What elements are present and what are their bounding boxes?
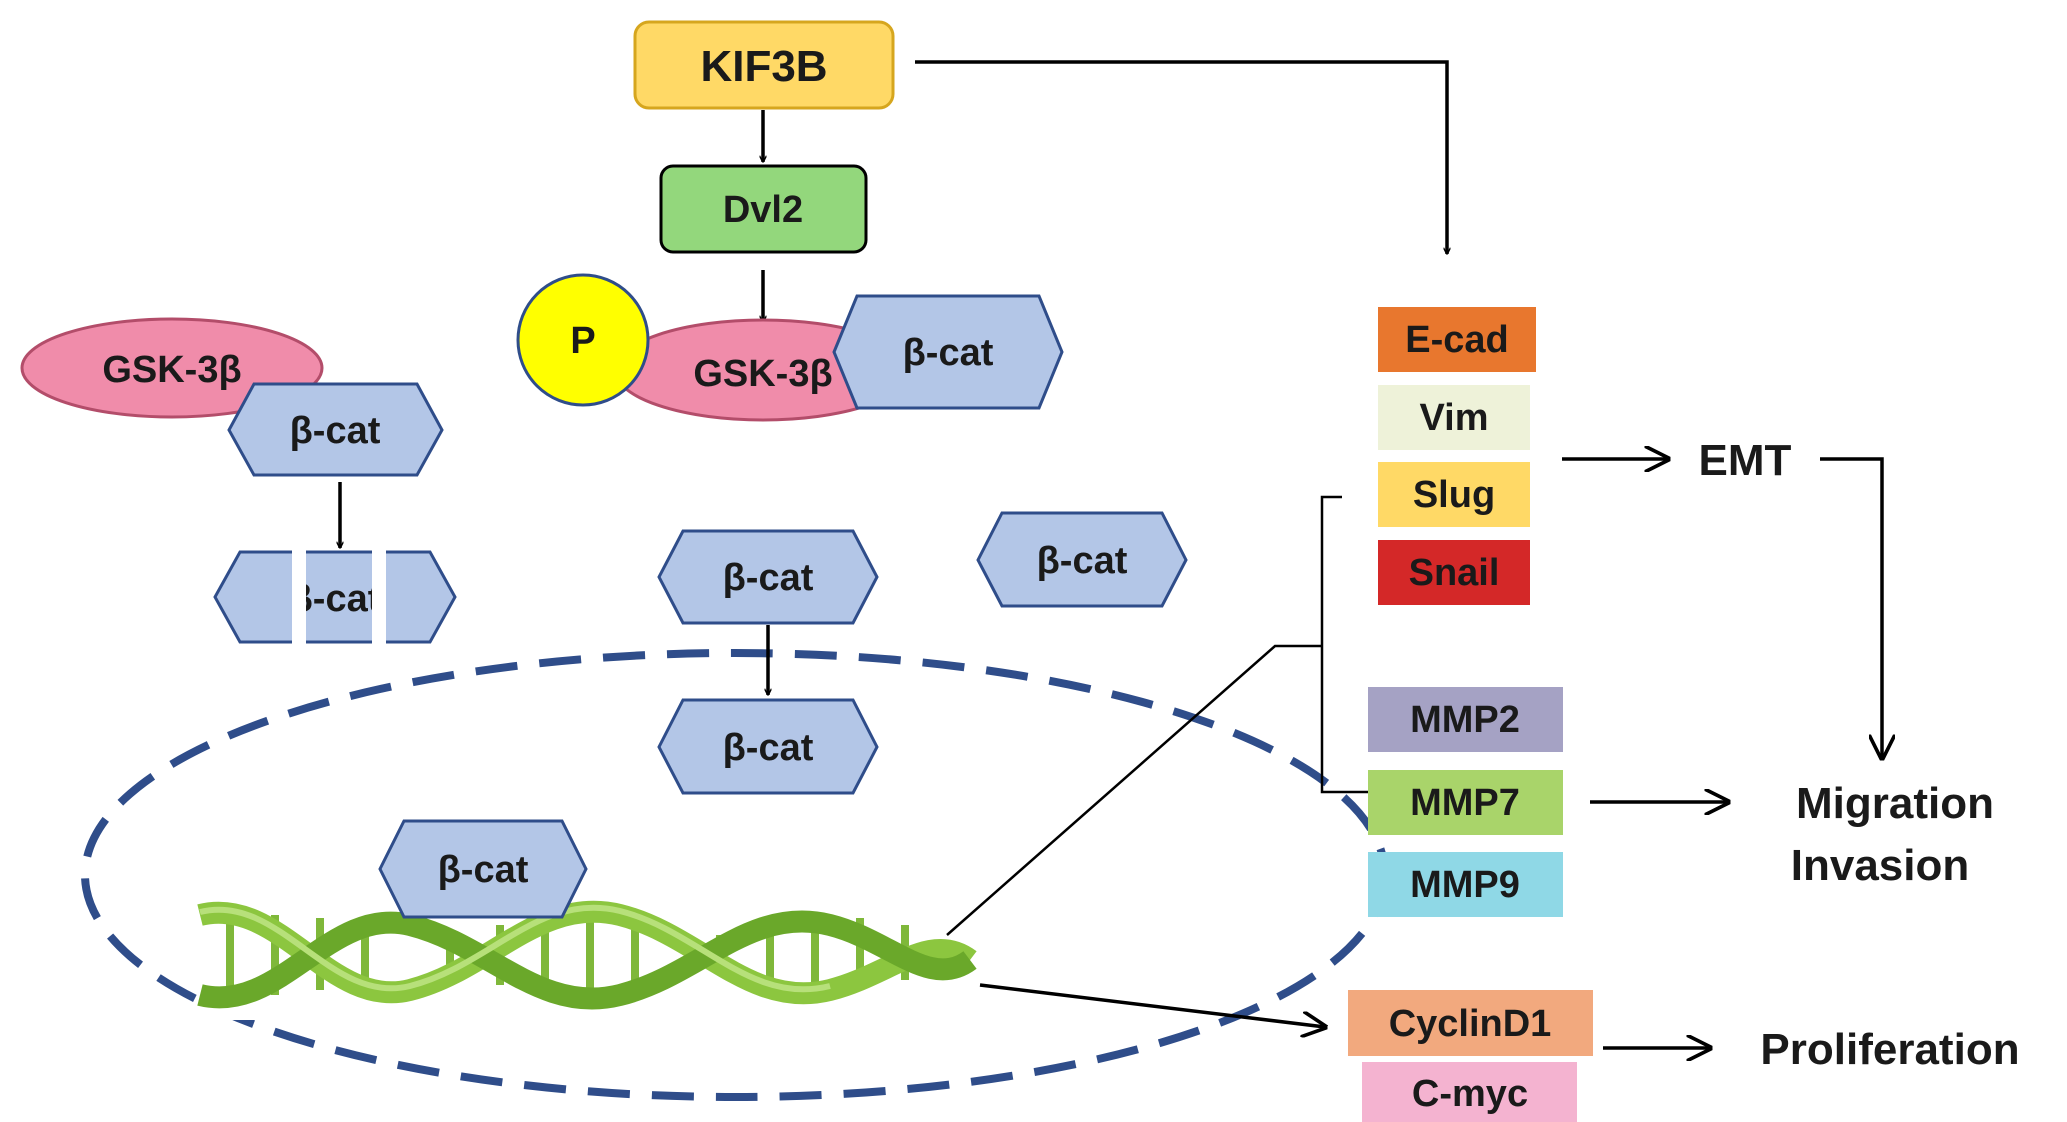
slug-box: Slug [1378,462,1530,527]
ecad-box: E-cad [1378,307,1536,372]
arrow-emt-migration [1820,457,1882,758]
snail-box: Snail [1378,540,1530,605]
mmp9-box: MMP9 [1368,852,1563,917]
gsk-complex-left: GSK-3β β-cat [20,317,444,477]
invasion-label: Invasion [1791,841,1970,890]
ecad-label: E-cad [1405,319,1508,361]
slug-label: Slug [1413,474,1495,516]
cyclind1-box: CyclinD1 [1348,990,1593,1056]
bcat-free-right-label: β-cat [1037,540,1128,582]
bcat-left-label: β-cat [290,410,381,452]
gsk-ellipse-left [20,317,324,419]
arrow-dna-cyclind1 [979,983,1325,1027]
kif3b-node: KIF3B [633,20,895,110]
bcat-cyto-label: β-cat [723,557,814,599]
snail-label: Snail [1409,552,1500,594]
cmyc-label: C-myc [1412,1073,1528,1115]
mmp7-label: MMP7 [1410,782,1520,824]
arrow-kif3b-emt-markers [915,60,1447,254]
mmp9-label: MMP9 [1410,864,1520,906]
gsk-left-label: GSK-3β [102,349,241,391]
emt-label: EMT [1699,436,1792,485]
bcat-dna-label: β-cat [438,849,529,891]
mmp2-box: MMP2 [1368,687,1563,752]
gsk-complex-center: GSK-3β P β-cat [516,273,1064,422]
target-bracket-spine [1320,495,1368,794]
phospho-label: P [570,320,595,362]
dvl2-label: Dvl2 [723,189,803,231]
kif3b-label: KIF3B [700,42,827,91]
bcat-free-right: β-cat [976,511,1188,608]
proliferation-label: Proliferation [1760,1025,2019,1074]
bcat-degraded: β-cat [213,548,457,648]
cmyc-box: C-myc [1362,1062,1577,1122]
dna-helix [197,900,977,1020]
bcat-nuclear-label: β-cat [723,727,814,769]
cyclind1-label: CyclinD1 [1389,1003,1552,1045]
mmp7-box: MMP7 [1368,770,1563,835]
phospho-circle [516,273,650,407]
gsk-center-label: GSK-3β [693,353,832,395]
bcat-cytoplasmic: β-cat [657,529,879,625]
target-bracket [946,644,1322,936]
bcat-complex-label: β-cat [903,332,994,374]
vim-label: Vim [1419,397,1488,439]
bcat-nuclear: β-cat [657,698,879,795]
vim-box: Vim [1378,385,1530,450]
bcat-on-dna: β-cat [378,819,588,919]
mmp2-label: MMP2 [1410,699,1520,741]
dvl2-node: Dvl2 [659,164,868,254]
migration-label: Migration [1796,779,1994,828]
